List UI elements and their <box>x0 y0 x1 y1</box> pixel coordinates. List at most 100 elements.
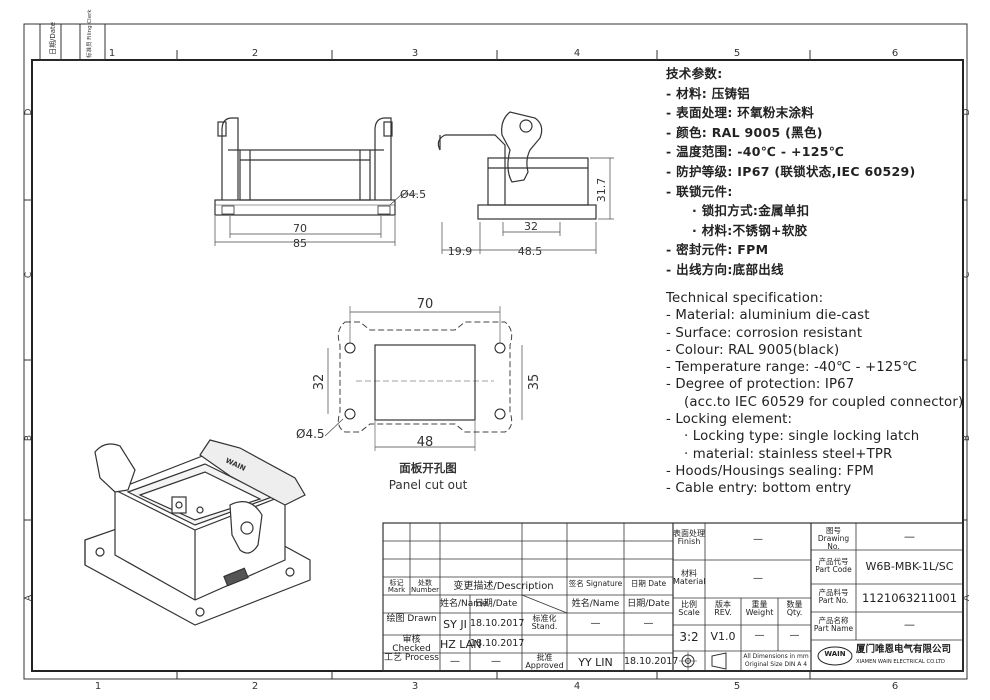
side-dim-height: 31.7 <box>595 178 608 203</box>
tb-name-header: 姓名/Name <box>440 599 488 609</box>
panel-dim-hole: Ø4.5 <box>296 427 325 441</box>
outer-frame <box>23 23 968 680</box>
spec-cn-line: - 材料: 压铸铝 <box>666 85 751 101</box>
tb-drawing-no: — <box>904 530 915 543</box>
tb-material-value: — <box>753 573 763 584</box>
tb-qty-value: — <box>789 630 800 641</box>
zone-left-c: C <box>24 272 34 278</box>
tb-description: 变更描述/Description <box>453 581 554 592</box>
zone-right-a: A <box>962 594 972 601</box>
tb-scale-label: 比例 Scale <box>678 600 700 618</box>
tb-part-no-label: 产品料号 Part No. <box>818 588 849 605</box>
zone-left-b: B <box>24 435 34 441</box>
tb-rev-label: 版本 REV. <box>714 600 732 618</box>
tb-checked-name: HZ LAN <box>440 638 482 651</box>
tb-number: 处数 Number <box>410 579 440 595</box>
zone-top-5: 5 <box>734 48 740 59</box>
tb-approved-name: YY LIN <box>578 656 613 669</box>
tb-part-no: 1121063211001 <box>861 591 958 605</box>
tb-units-note-1: All Dimensions in mm <box>743 653 809 660</box>
tb-finish-value: — <box>753 534 763 545</box>
spec-en-line: - Locking element: <box>666 412 793 428</box>
panel-caption-en: Panel cut out <box>389 478 468 492</box>
zone-bottom-5: 5 <box>734 681 740 692</box>
tb-drawn-date: 18.10.2017 <box>470 618 525 629</box>
spec-en-line: - Temperature range: -40℃ - +125℃ <box>666 360 918 376</box>
side-dims <box>441 157 614 254</box>
spec-cn-line: - 表面处理: 环氧粉末涂料 <box>666 105 815 121</box>
tb-company-cn: 厦门唯恩电气有限公司 <box>856 644 952 655</box>
front-dim-hole: Ø4.5 <box>400 188 426 201</box>
tb-drawing-no-label: 图号 Drawing No. <box>817 526 850 551</box>
spec-cn-line: - 防护等级: IP67 (联锁状态,IEC 60529) <box>666 163 916 179</box>
tb-logo-text: WAIN <box>824 650 846 658</box>
tb-name-header2: 姓名/Name <box>571 599 620 609</box>
tb-units-note-2: Original Size DIN A 4 <box>744 661 808 668</box>
tb-scale-value: 3:2 <box>679 630 699 644</box>
panel-caption-cn: 面板开孔图 <box>399 461 457 475</box>
panel-cutout <box>324 306 523 451</box>
tb-process-label: 工艺 Process <box>383 653 439 663</box>
spec-cn-title: 技术参数: <box>666 66 723 81</box>
zone-left-a: A <box>24 594 34 601</box>
spec-cn-line: - 颜色: RAL 9005 (黑色) <box>666 124 823 140</box>
zone-top-2: 2 <box>252 48 258 59</box>
panel-dim-32: 32 <box>312 374 327 391</box>
tb-weight-label: 重量 Weight <box>745 600 774 618</box>
tb-date-header3: 日期/Date <box>627 599 670 609</box>
side-label-date: 日期/Date <box>49 22 57 55</box>
zone-bottom-3: 3 <box>412 681 418 692</box>
panel-dim-35: 35 <box>527 374 542 391</box>
tb-qty-label: 数量 Qty. <box>786 600 803 618</box>
side-label-clerk: 标准员 Filing Clerk <box>85 9 93 58</box>
zone-top-1: 1 <box>109 48 115 59</box>
tb-part-name: — <box>904 618 915 631</box>
tb-checked-label: 审核 Checked <box>392 635 431 655</box>
spec-en-line: - Colour: RAL 9005(black) <box>666 342 840 358</box>
title-block-grid <box>382 522 964 672</box>
front-view <box>214 117 396 216</box>
panel-dim-70: 70 <box>417 297 434 312</box>
spec-cn-line: - 出线方向:底部出线 <box>666 261 784 277</box>
spec-en-line: - Hoods/Housings sealing: FPM <box>666 463 875 479</box>
zone-bottom-6: 6 <box>892 681 898 692</box>
panel-dim-48: 48 <box>417 435 434 450</box>
spec-en-line: - Cable entry: bottom entry <box>666 481 852 497</box>
side-view <box>437 111 597 220</box>
spec-en-line: - Surface: corrosion resistant <box>666 325 863 341</box>
spec-chinese: 技术参数: - 材料: 压铸铝 - 表面处理: 环氧粉末涂料 - 颜色: RAL… <box>666 64 916 280</box>
zone-right-c: C <box>962 272 972 278</box>
tb-mark: 标记 Mark <box>387 579 406 595</box>
spec-en-subline: · material: stainless steel+TPR <box>684 446 893 462</box>
zone-top-4: 4 <box>574 48 580 59</box>
zone-right-d: D <box>962 108 972 115</box>
spec-en-line: - Degree of protection: IP67 <box>666 377 855 393</box>
tb-approved-label: 批准 Approved <box>525 653 564 671</box>
spec-english: Technical specification: - Material: alu… <box>666 290 963 498</box>
spec-en-title: Technical specification: <box>666 291 824 306</box>
tb-material-label: 材料 Material <box>673 569 706 587</box>
tb-stand-label: 标准化 Stand. <box>531 614 558 632</box>
zone-left-d: D <box>24 108 34 115</box>
tb-drawn-name: SY JI <box>443 618 467 631</box>
projection-symbol <box>679 652 727 670</box>
tb-checked-date: 18.10.2017 <box>470 638 525 649</box>
tb-date-header: 日期 Date <box>630 579 667 588</box>
spec-en-line: - Material: aluminium die-cast <box>666 308 870 324</box>
front-dim-85: 85 <box>293 237 307 250</box>
tb-weight-value: — <box>754 630 765 641</box>
tb-signature: 签名 Signature <box>568 579 623 588</box>
zone-top-3: 3 <box>412 48 418 59</box>
spec-cn-line: - 联锁元件: <box>666 183 733 199</box>
zone-top-6: 6 <box>892 48 898 59</box>
isometric-view <box>84 439 311 626</box>
spec-en-subline: (acc.to IEC 60529 for coupled connector) <box>684 394 964 410</box>
tb-finish-label: 表面处理 Finish <box>673 529 705 547</box>
zone-bottom-4: 4 <box>574 681 580 692</box>
tb-stand-name: — <box>590 618 601 629</box>
spec-cn-line: - 温度范围: -40℃ - +125℃ <box>666 144 845 160</box>
spec-cn-line: - 密封元件: FPM <box>666 242 769 258</box>
spec-en-subline: · Locking type: single locking latch <box>684 429 920 445</box>
tb-stand-date: — <box>643 618 654 629</box>
